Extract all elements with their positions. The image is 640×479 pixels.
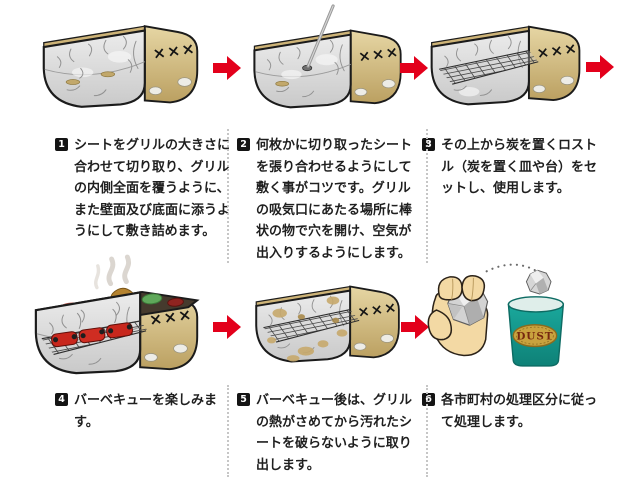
arrow-icon bbox=[213, 56, 241, 80]
arrow-icon bbox=[400, 56, 428, 80]
charcoal-ends bbox=[52, 324, 132, 343]
grease-stains bbox=[267, 296, 348, 362]
step-text: バーベキューを楽しみます。 bbox=[74, 393, 218, 430]
step-text: 何枚かに切り取ったシートを張り合わせるようにして敷く事がコツです。グリルの吸気口… bbox=[256, 138, 413, 261]
step-number-badge: 3 bbox=[422, 138, 435, 151]
arrow-icon bbox=[586, 55, 614, 79]
step-1: 1 シートをグリルの大きさに合わせて切り取り、グリルの内側全面を覆うように、また… bbox=[55, 135, 231, 243]
charcoal bbox=[51, 322, 133, 348]
xxx-marking: ××× bbox=[152, 39, 198, 63]
step-number-badge: 1 bbox=[55, 138, 68, 151]
grill-dirty-sheet-illustration: ××× bbox=[255, 285, 400, 363]
xxx-marking: ××× bbox=[357, 43, 400, 66]
dust-bin: DUST bbox=[507, 296, 565, 367]
column-separator bbox=[426, 129, 428, 263]
dust-label: DUST bbox=[516, 330, 553, 342]
xxx-marking: ××× bbox=[535, 39, 579, 63]
thumb bbox=[427, 309, 453, 341]
step-text: 各市町村の処理区分に従って処理します。 bbox=[441, 393, 598, 430]
step-5: 5 バーベキュー後は、グリルの熱がさめてから汚れたシートを破らないように取り出し… bbox=[237, 390, 413, 476]
grill-rostle-illustration: ××× bbox=[430, 25, 581, 106]
step-number-badge: 6 bbox=[422, 393, 435, 406]
step-number-badge: 5 bbox=[237, 393, 250, 406]
dust-label-plate bbox=[512, 324, 558, 348]
food-vegetable bbox=[141, 293, 163, 305]
column-separator bbox=[426, 385, 428, 477]
arrow-icon bbox=[213, 315, 241, 339]
disposal-illustration: DUST bbox=[427, 263, 565, 367]
step-6: 6 各市町村の処理区分に従って処理します。 bbox=[422, 390, 598, 433]
step-text: バーベキュー後は、グリルの熱がさめてから汚れたシートを破らないように取り出します… bbox=[256, 393, 413, 473]
step-text: シートをグリルの大きさに合わせて切り取り、グリルの内側全面を覆うように、また壁面… bbox=[74, 138, 231, 239]
step-number-badge: 2 bbox=[237, 138, 250, 151]
foil-ball-falling bbox=[525, 269, 552, 295]
xxx-marking: ××× bbox=[357, 300, 399, 321]
column-separator bbox=[227, 129, 229, 263]
step-number-badge: 4 bbox=[55, 393, 68, 406]
foil-scrap bbox=[177, 77, 192, 87]
foil-lining bbox=[42, 29, 146, 108]
finger bbox=[437, 276, 463, 301]
grill-poke-hole-illustration: ××× bbox=[253, 4, 402, 109]
step-text: その上から炭を置くロストル（炭を置く皿や台）をセットし、使用します。 bbox=[441, 138, 598, 196]
smoke bbox=[122, 254, 131, 285]
rostle-mesh-lines bbox=[439, 50, 539, 85]
foil-scrap bbox=[148, 86, 163, 96]
step-4: 4 バーベキューを楽しみます。 bbox=[55, 390, 231, 433]
rostle-mesh bbox=[439, 50, 539, 85]
food-meat bbox=[167, 297, 184, 307]
foil-lining bbox=[253, 33, 352, 109]
step-3: 3 その上から炭を置くロストル（炭を置く皿や台）をセットし、使用します。 bbox=[422, 135, 598, 200]
grill-lined-illustration: ××× bbox=[42, 25, 199, 108]
foil-lining bbox=[430, 29, 530, 106]
step-2: 2 何枚かに切り取ったシートを張り合わせるようにして敷く事がコツです。グリルの吸… bbox=[237, 135, 413, 264]
hand-with-foil bbox=[427, 274, 489, 357]
toss-trail-dots bbox=[485, 263, 538, 273]
arrow-icon bbox=[401, 315, 429, 339]
smoke bbox=[106, 256, 116, 287]
column-separator bbox=[227, 385, 229, 477]
grill-barbecue-illustration: ××× bbox=[34, 254, 200, 375]
smoke bbox=[94, 264, 101, 290]
